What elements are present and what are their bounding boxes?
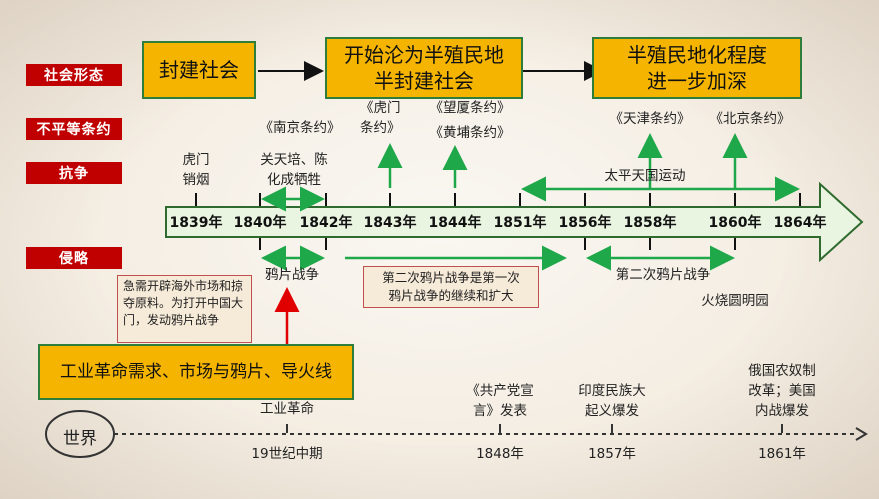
world-russia-usa: 俄国农奴制 改革；美国 内战爆发	[748, 363, 816, 419]
year-1842: 1842年	[299, 215, 353, 231]
aggression-second-opium-war: 第二次鸦片战争	[615, 267, 711, 283]
year-1844: 1844年	[428, 215, 482, 231]
aggression-burn-yuanmingyuan: 火烧圆明园	[701, 293, 769, 309]
world-industrial-revolution: 工业革命	[260, 401, 314, 417]
world-year-1857: 1857年	[588, 446, 636, 462]
world-mid-19th: 19世纪中期	[251, 446, 323, 462]
year-1858: 1858年	[623, 215, 677, 231]
resistance-humen: 虎门 销烟	[182, 152, 210, 188]
aggression-continuation-note: 第二次鸦片战争是第一次 鸦片战争的继续和扩大	[363, 266, 539, 308]
box-feudal-society: 封建社会	[142, 41, 256, 99]
treaty-nanjing: 《南京条约》	[259, 120, 341, 136]
year-1856: 1856年	[558, 215, 612, 231]
resistance-taiping: 太平天国运动	[604, 168, 686, 184]
world-year-1861: 1861年	[758, 446, 806, 462]
box-deepening-text: 半殖民地化程度 进一步加深	[627, 43, 767, 93]
world-communist-manifesto: 《共产党宣 言》发表	[466, 383, 534, 419]
box-world-cause-text: 工业革命需求、市场与鸦片、导火线	[60, 362, 332, 382]
aggression-opium-war: 鸦片战争	[265, 267, 319, 283]
year-1843: 1843年	[363, 215, 417, 231]
world-india-uprising: 印度民族大 起义爆发	[578, 383, 646, 419]
treaty-wangxia: 《望厦条约》	[429, 100, 511, 116]
treaty-beijing: 《北京条约》	[709, 111, 791, 127]
row-label-social-form: 社会形态	[26, 64, 122, 86]
row-label-resistance: 抗争	[26, 162, 122, 184]
world-year-1848: 1848年	[476, 446, 524, 462]
box-world-cause: 工业革命需求、市场与鸦片、导火线	[38, 344, 354, 400]
year-1860: 1860年	[708, 215, 762, 231]
row-label-aggression: 侵略	[26, 247, 122, 269]
box-semi-colonial: 开始沦为半殖民地 半封建社会	[325, 37, 523, 99]
box-feudal-society-text: 封建社会	[159, 58, 239, 82]
treaty-tianjin: 《天津条约》	[609, 111, 691, 127]
treaty-huangpu: 《黄埔条约》	[429, 125, 511, 141]
world-timeline-head	[855, 427, 868, 441]
timeline-ticks-bottom	[259, 238, 736, 250]
year-1840: 1840年	[233, 215, 287, 231]
world-ticks	[286, 424, 783, 433]
year-1864: 1864年	[773, 215, 827, 231]
main-timeline-arrow	[165, 181, 864, 263]
treaty-humen: 《虎门 条约》	[360, 100, 401, 136]
aggression-motive-note: 急需开辟海外市场和掠夺原料。为打开中国大门，发动鸦片战争	[117, 275, 252, 343]
world-circle	[45, 410, 115, 458]
box-semi-colonial-text: 开始沦为半殖民地 半封建社会	[344, 43, 504, 93]
box-deepening: 半殖民地化程度 进一步加深	[592, 37, 802, 99]
row-label-treaties: 不平等条约	[26, 118, 122, 140]
world-label: 世界	[63, 429, 97, 449]
resistance-guan-chen: 关天培、陈 化成牺牲	[260, 152, 328, 188]
year-1851: 1851年	[493, 215, 547, 231]
year-1839: 1839年	[169, 215, 223, 231]
